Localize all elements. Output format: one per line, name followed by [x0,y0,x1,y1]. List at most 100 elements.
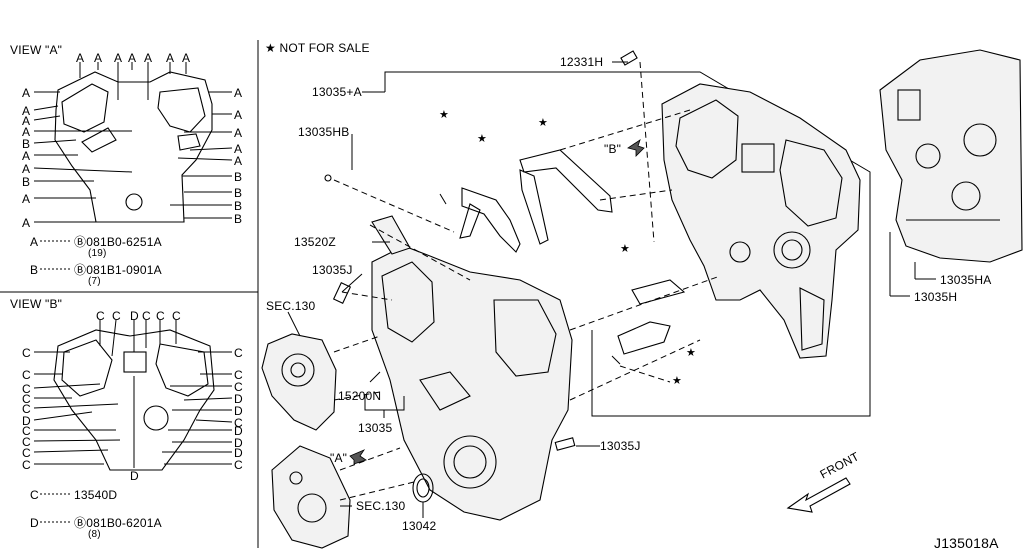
svg-text:★: ★ [477,132,487,145]
view-b-letter: D [234,446,243,460]
view-a-letter: A [166,51,175,65]
callout-13035: 13035 [358,421,393,435]
dowel-pin-upper [332,281,352,305]
view-a-letter: A [234,142,243,156]
view-b-letter: C [22,368,31,382]
view-b-letter: C [96,309,105,323]
callout-13035hb: 13035HB [298,125,350,139]
callout-13035j-top: 13035J [312,263,353,277]
view-b-letter: C [234,458,243,472]
plate-13520z-drawing [371,215,411,255]
assembly-dashed-lines [333,61,721,501]
view-a-letter: A [22,104,31,118]
view-a-letter: A [234,154,243,168]
bolt-upper-drawing [439,193,447,205]
view-a-letter: A [22,149,31,163]
view-b-letter: C [234,416,243,430]
callout-13035j-bottom: 13035J [600,439,641,453]
oil-seal-inner [416,478,430,498]
callout-leaders [341,134,596,518]
view-a-letter: A [182,51,191,65]
view-b-note-c-part: 13540D [74,488,118,502]
view-a-letter: A [22,125,31,139]
view-a-letter: A [144,51,153,65]
dowel-pin-lower [554,437,576,451]
view-b-letter: C [22,382,31,396]
view-a-note-b-qty: (7) [88,276,101,287]
view-b-letter: D [234,436,243,450]
view-b-letter: D [234,424,243,438]
svg-text:★: ★ [672,374,682,387]
view-a-letter: A [22,86,31,100]
diagram-id: J135018A [934,535,999,551]
view-a-note-a-part: Ⓑ081B0-6251A [74,235,162,249]
view-b-letter: D [234,392,243,406]
svg-text:★: ★ [538,116,548,129]
callout-13035ha: 13035HA [940,273,992,287]
callout-sec130-bottom: SEC.130 [356,499,406,513]
callout-sec130-top: SEC.130 [266,299,316,313]
callout-15200n: 15200N [338,389,382,403]
view-a-letter: A [234,86,243,100]
view-a-letter: A [234,108,243,122]
view-a-letter: B [22,175,31,189]
view-b-note-c-letter: C [30,488,39,502]
dowel-pin-12331h [620,50,638,66]
callout-12331h: 12331H [560,55,604,69]
bolt-lower-drawing [611,355,621,365]
view-a-letter: B [234,186,243,200]
view-b-bottom-letter: D [130,469,139,483]
view-b-letter: D [234,404,243,418]
view-b-letter: C [22,424,31,438]
view-a-letter: A [76,51,85,65]
view-a-letter: A [22,216,31,230]
callout-13042: 13042 [402,519,437,533]
view-b-letter: C [172,309,181,323]
view-b-letter: C [22,346,31,360]
front-timing-cover-drawing [371,245,573,521]
view-a-arrow-icon [349,449,367,465]
view-b-note-d-qty: (8) [88,529,101,540]
upper-timing-cover-drawing [661,83,861,359]
view-a-letter: B [234,212,243,226]
view-b-note-d-letter: D [30,516,39,530]
svg-text:★: ★ [620,242,630,255]
engine-block-drawing [879,49,1023,263]
lower-assembly-drawing [271,445,351,549]
view-b-letter: C [22,402,31,416]
sec130-top-leader [287,311,301,337]
view-a-cover-outline [54,71,213,223]
view-b-letter: C [234,346,243,360]
view-b-arrow-label: "B" [604,142,622,156]
view-b-leaders [33,319,233,468]
view-a-leaders [33,62,233,223]
view-b-letter: C [112,309,121,323]
view-b-letter: C [234,368,243,382]
view-a-letter: A [114,51,123,65]
view-a-letter: A [234,126,243,140]
gasket-set-drawing [459,149,686,355]
view-a-letter: A [22,192,31,206]
view-a-note-b-letter: B [30,263,39,277]
view-b-letter: C [234,380,243,394]
callout-13520z: 13520Z [294,235,336,249]
plug-13035hb-drawing [324,174,332,182]
view-b-letter: D [130,309,139,323]
water-pump-drawing [261,333,337,431]
view-b-letter: D [22,414,31,428]
view-a-letter: B [22,137,31,151]
view-a-letter: A [22,162,31,176]
view-b-letter: C [22,458,31,472]
view-b-letter: C [22,435,31,449]
view-a-letter: A [22,114,31,128]
view-b-title: VIEW "B" [10,297,63,311]
view-b-letter: C [22,392,31,406]
view-a-note-a-letter: A [30,235,39,249]
svg-text:★: ★ [439,108,449,121]
front-arrow-icon [786,477,851,513]
view-a-letter: B [234,170,243,184]
view-b-letter: C [22,446,31,460]
upper-cover-bracket [384,71,871,417]
view-a-title: VIEW "A" [10,43,63,57]
